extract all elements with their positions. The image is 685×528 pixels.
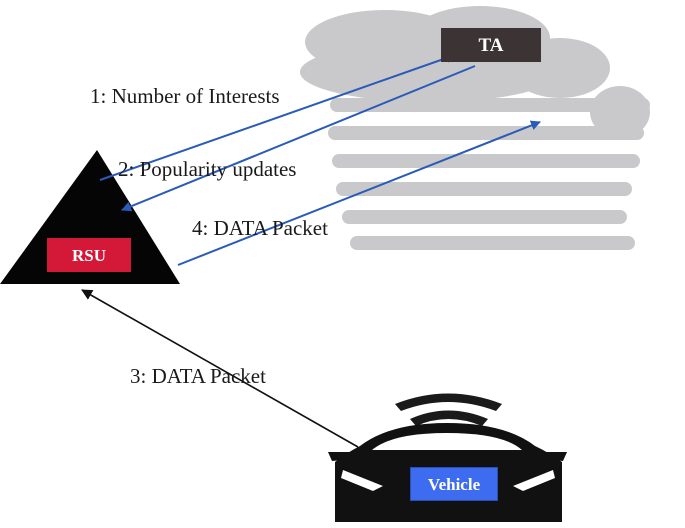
arrow-data-packet-3 <box>81 289 359 448</box>
edge-label-data-packet-4: 4: DATA Packet <box>192 216 328 240</box>
edge-label-popularity-updates: 2: Popularity updates <box>118 157 297 181</box>
vehicle-node: Vehicle <box>410 467 498 501</box>
rsu-label: RSU <box>71 245 106 265</box>
arrow-number-of-interests <box>99 53 456 181</box>
rsu-triangle <box>0 150 180 284</box>
ta-node: TA <box>441 28 541 62</box>
edge-label-data-packet-3: 3: DATA Packet <box>130 364 266 388</box>
arrow-data-packet-4 <box>177 120 541 266</box>
rsu-node: RSU <box>47 238 131 272</box>
vehicle-label: Vehicle <box>427 474 481 494</box>
arrow-popularity-updates <box>121 65 476 212</box>
ta-label: TA <box>478 34 504 56</box>
edge-label-number-of-interests: 1: Number of Interests <box>90 84 280 108</box>
